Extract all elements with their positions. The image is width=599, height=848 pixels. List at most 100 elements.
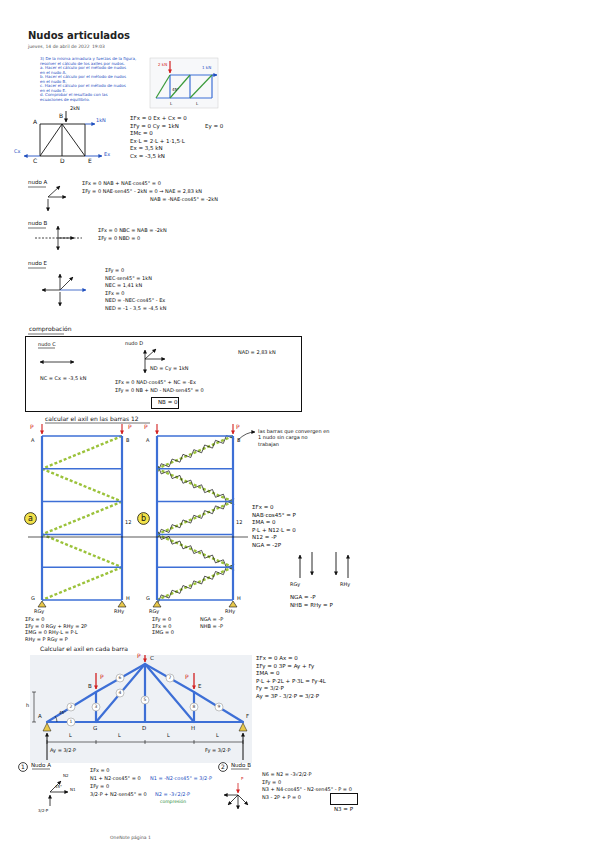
node-sketch: [35, 238, 82, 239]
truss-sketch: [66, 111, 67, 122]
note-text: NEC·sen45° = 1kN: [105, 276, 152, 281]
roof-truss: [239, 723, 247, 731]
roof-truss: [47, 733, 48, 760]
note-text: P: [236, 424, 240, 430]
tower-truss: [158, 436, 234, 472]
note-text: C: [33, 158, 37, 164]
node-sketch: [48, 199, 49, 211]
roof-truss: [166, 674, 174, 682]
note-text: ΣFx = 0 NBC = NAB = -2kN: [98, 228, 167, 233]
note-text: 3: [95, 705, 98, 710]
note-text: 19:03: [92, 45, 105, 50]
note-text: NHB = -P: [200, 624, 223, 629]
note-text: ΣFy = 0 3P = Ay + Fy: [256, 664, 314, 670]
note-text: H: [191, 726, 195, 732]
box-heading: comprobación: [29, 326, 72, 332]
note-text: 7: [169, 676, 172, 681]
problem-figure: [189, 75, 190, 98]
note-text: 2: [70, 705, 73, 710]
node-sketch: [145, 359, 146, 373]
note-text: NHB = RHy = P: [290, 603, 333, 609]
force-diagram: [300, 552, 348, 578]
node-sketch: [50, 781, 248, 809]
result-box: NB = 0: [151, 397, 179, 409]
note-text: las barras que convergen en 1 nudo sin c…: [258, 428, 330, 447]
note-text: ΣMG = 0: [152, 630, 174, 635]
tower-truss: [42, 534, 122, 567]
note-text: 45°: [59, 711, 66, 715]
roof-truss: [215, 703, 223, 711]
note-text: NED = -1 - 3,5 = -4,5 kN: [105, 306, 166, 311]
note-text: NEC = 1,41 kN: [105, 283, 142, 288]
note-text: ΣFx = 0: [90, 768, 110, 773]
note-text: ΣFy = 0: [152, 617, 171, 622]
tower-truss: [157, 435, 233, 437]
note-text: ΣFy = 0: [105, 268, 124, 273]
note-text: nudo B: [28, 221, 47, 227]
problem-figure: [150, 58, 218, 108]
note-text: A: [33, 119, 37, 125]
note-text: ΣFy = 0 NB + ND - NAD·sen45° = 0: [115, 388, 204, 393]
note-text: NGA = -P: [200, 617, 223, 622]
note-text: ΣFx = 0: [25, 617, 45, 622]
load-arrow: [41, 424, 42, 434]
note-text: N6 = N2 = -3√2/2·P: [262, 772, 311, 777]
note-text: RGy: [290, 582, 300, 587]
note-text: NAD = 2,83 kN: [238, 350, 276, 355]
roof-truss: [43, 723, 51, 731]
note-text: 4: [119, 691, 122, 696]
node-sketch: [58, 226, 59, 238]
case-marker: b: [137, 512, 150, 525]
note-text: H: [237, 596, 241, 601]
note-text: N3 + N4·cos45° - N2·sen45° - P = 0: [262, 787, 352, 792]
node-sketch: [238, 795, 239, 809]
note-text: ΣFy = 0 NAE·sen45° - 2kN = 0 → NAE = 2,8…: [82, 189, 202, 194]
node-sketch: [60, 274, 61, 290]
truss-sketch: [40, 124, 62, 156]
force-diagram: [348, 555, 349, 578]
note-text: Nudo B: [231, 763, 251, 769]
problem-figure: [150, 58, 218, 108]
roof-truss: [55, 716, 57, 722]
node-sketch: [145, 350, 146, 359]
problem-figure: [156, 97, 212, 98]
note-text: resolver el cálculo de los axiles por nu…: [40, 62, 125, 66]
note-text: ΣMA = 0: [256, 671, 280, 677]
note-text: 1kN: [96, 118, 106, 123]
note-text: 1 kN: [202, 66, 211, 70]
node-sketch: [238, 783, 239, 793]
note-text: a. Hacer el cálculo por el método de nud…: [40, 66, 126, 70]
note-text: Nudo A: [31, 763, 51, 769]
roof-truss: [116, 689, 124, 697]
note-text: B: [126, 438, 129, 443]
node-sketch: [145, 359, 165, 360]
tower-truss: [121, 436, 123, 600]
note-text: ΣFy = 0 RGy + RHy = 2P: [25, 624, 87, 629]
roof-truss: [144, 655, 145, 662]
box-text: NB = 0: [158, 400, 178, 406]
roof-truss: [95, 692, 97, 722]
note-text: ΣFx = 0: [105, 291, 125, 296]
tower-truss: [157, 567, 233, 600]
note-text: RGy: [34, 609, 44, 614]
note-text: P: [137, 653, 141, 659]
roof-truss: [96, 664, 145, 722]
note-text: ΣFx = 0 NAD·cos45° + NC = -Ex: [115, 380, 196, 385]
roof-truss: [67, 718, 75, 726]
note-text: H: [126, 596, 130, 601]
tower-truss: [42, 599, 122, 601]
note-text: d. Comprobar el resultado con las: [40, 93, 108, 97]
note-text: calcular el axil en las barras 12: [45, 416, 139, 422]
note-text: NAB = -NAE·cos45° = -2kN: [150, 197, 218, 202]
note-text: N2: [63, 774, 69, 778]
problem-figure: [170, 75, 190, 98]
note-text: nudo A: [28, 180, 47, 186]
tower-truss: [42, 566, 122, 568]
box-text: a: [28, 515, 33, 523]
load-arrow: [156, 424, 157, 434]
node-sketch: [42, 290, 60, 291]
note-text: B: [88, 684, 92, 690]
tower-truss: [42, 468, 122, 470]
